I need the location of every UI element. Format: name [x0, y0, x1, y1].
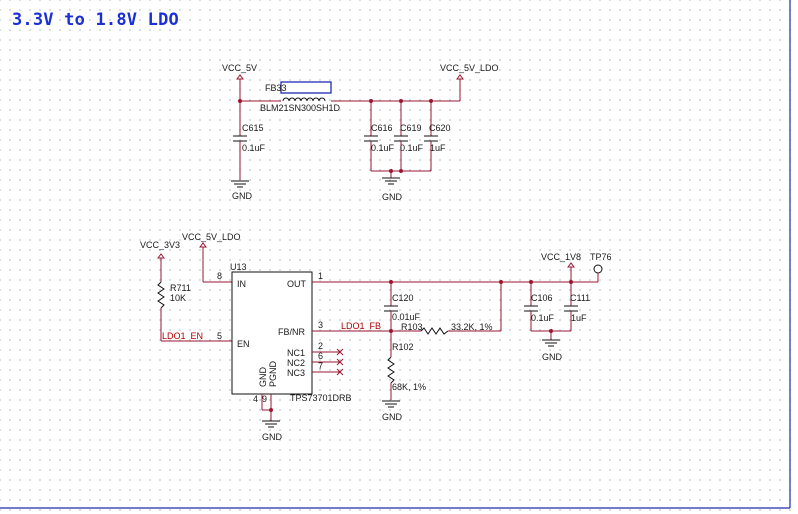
pin-out-num: 1 — [318, 271, 323, 281]
vcc-1v8-power-symbol: VCC_1V8 — [541, 252, 581, 282]
u13-part: TPS73701DRB — [290, 393, 352, 403]
u13-ref: U13 — [230, 262, 247, 272]
c111-value: 1uF — [571, 313, 587, 323]
fb33-part: BLM21SN300SH1D — [260, 103, 341, 113]
pin-nc2-name: NC2 — [287, 358, 305, 368]
no-connect-markers — [312, 348, 344, 376]
gnd-symbol-u13: GND — [262, 420, 283, 442]
c615-value: 0.1uF — [242, 143, 266, 153]
c106-ref: C106 — [531, 293, 553, 303]
c619-value: 0.1uF — [400, 143, 424, 153]
capacitor-c106: C106 0.1uF — [524, 282, 555, 331]
pin-nc3-name: NC3 — [287, 368, 305, 378]
test-point-tp76: TP76 — [590, 252, 612, 282]
pin-nc3-num: 7 — [318, 361, 323, 371]
pin-fb-name: FB/NR — [278, 327, 306, 337]
capacitor-c111: C111 1uF — [564, 282, 590, 331]
en-net-wire: LDO1_EN — [161, 331, 232, 342]
ferrite-bead-fb33: FB33 BLM21SN300SH1D — [260, 81, 341, 113]
pin-gnd-num: 4 — [253, 394, 258, 404]
vcc-3v3-label: VCC_3V3 — [140, 240, 180, 250]
resistor-r103: R103 33.2K, 1% — [401, 322, 501, 335]
tp76-label: TP76 — [590, 252, 612, 262]
c120-ref: C120 — [392, 293, 414, 303]
pin-pgnd-num: 9 — [262, 394, 267, 404]
vcc-5v-ldo-top-label: VCC_5V_LDO — [440, 63, 499, 73]
capacitor-c620: C620 1uF — [424, 101, 451, 171]
pin-en-name: EN — [237, 339, 250, 349]
vcc-1v8-label: VCC_1V8 — [541, 252, 581, 262]
vcc-3v3-power-symbol: VCC_3V3 — [140, 240, 180, 282]
pin-fb-num: 3 — [318, 320, 323, 330]
c616-value: 0.1uF — [371, 143, 395, 153]
gnd-label-4: GND — [382, 412, 403, 422]
pin-gnd-name: GND — [258, 367, 268, 388]
vcc-5v-ldo-left-power-symbol: VCC_5V_LDO — [182, 232, 241, 283]
sheet-title: 3.3V to 1.8V LDO — [12, 10, 179, 30]
gnd-symbol-cap-group: GND — [382, 177, 403, 202]
fb33-ref: FB33 — [265, 83, 287, 93]
capacitor-c615: C615 0.1uF — [233, 101, 266, 180]
r102-ref: R102 — [392, 342, 414, 352]
c619-ref: C619 — [400, 123, 422, 133]
gnd-symbol-r102: GND — [382, 400, 403, 422]
vcc-5v-ldo-top-power-symbol: VCC_5V_LDO — [440, 63, 499, 101]
c615-ref: C615 — [242, 123, 264, 133]
gnd-label-1: GND — [232, 191, 253, 201]
r711-ref: R711 — [170, 283, 191, 293]
r103-value: 33.2K, 1% — [451, 322, 493, 332]
pin-nc1-name: NC1 — [287, 348, 305, 358]
gnd-symbol-c615: GND — [231, 180, 253, 201]
gnd-symbol-output: GND — [542, 339, 563, 362]
r711-value: 10K — [170, 293, 186, 303]
pin-out-name: OUT — [287, 279, 307, 289]
c106-value: 0.1uF — [531, 313, 555, 323]
c620-ref: C620 — [429, 123, 451, 133]
ldo-u13: U13 TPS73701DRB 8 IN 5 EN OUT 1 FB/NR 3 … — [217, 262, 352, 404]
gnd-label-3: GND — [262, 432, 283, 442]
r103-ref: R103 — [401, 322, 423, 332]
capacitor-c616: C616 0.1uF — [364, 101, 395, 171]
ldo1-fb-net-label: LDO1_FB — [341, 321, 381, 331]
pin-nc1-num: 2 — [318, 341, 323, 351]
cap-group-gnd-wire — [371, 169, 431, 178]
gnd-label-2: GND — [382, 192, 403, 202]
vcc-5v-power-symbol: VCC_5V — [222, 63, 257, 101]
pin-in-name: IN — [237, 279, 246, 289]
resistor-r102: R102 68K, 1% — [387, 331, 426, 400]
vcc-5v-ldo-left-label: VCC_5V_LDO — [182, 232, 241, 242]
pin-en-num: 5 — [217, 331, 222, 341]
gnd-label-5: GND — [542, 352, 563, 362]
output-cap-gnd-wire — [531, 329, 571, 340]
pin-nc2-num: 6 — [318, 351, 323, 361]
u13-gnd-wire — [261, 394, 273, 421]
r102-value: 68K, 1% — [392, 382, 426, 392]
resistor-r711: R711 10K — [157, 281, 191, 341]
c111-ref: C111 — [570, 293, 590, 303]
pin-in-num: 8 — [217, 271, 222, 281]
vcc-5v-label: VCC_5V — [222, 63, 257, 73]
capacitor-c619: C619 0.1uF — [394, 101, 424, 171]
capacitor-c120: C120 0.01uF — [384, 282, 421, 331]
c616-ref: C616 — [371, 123, 393, 133]
c120-value: 0.01uF — [392, 312, 421, 322]
ldo1-en-net-label: LDO1_EN — [162, 331, 203, 341]
pin-pgnd-name: PGND — [268, 360, 278, 387]
c620-value: 1uF — [430, 143, 446, 153]
